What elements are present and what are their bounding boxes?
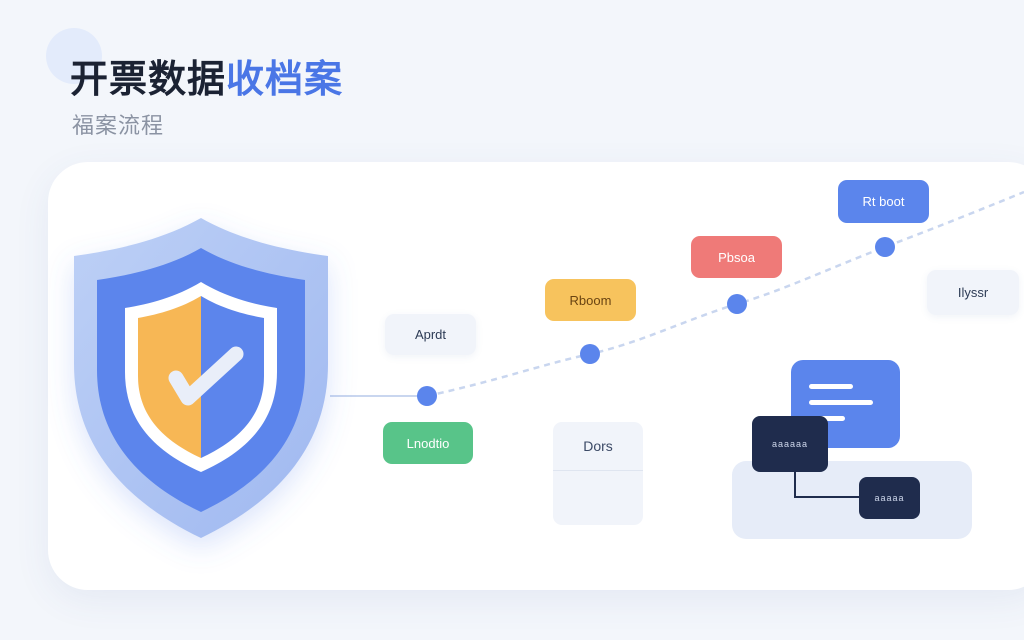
flow-node-2 <box>580 344 600 364</box>
label-right: Ilyssr <box>927 270 1019 315</box>
label-node2: Rboom <box>545 279 636 321</box>
page-title: 开票数据收档案 <box>70 48 343 103</box>
docs-card: Dors <box>553 422 643 525</box>
shield-inner-right <box>201 296 264 458</box>
page-subtitle: 福案流程 <box>72 113 165 138</box>
flow-node-3 <box>727 294 747 314</box>
docs-card-label: Dors <box>553 422 643 471</box>
label-node4: Rt boot <box>838 180 929 223</box>
stack-base-card <box>732 461 972 539</box>
dark-box-top: aaaaaa <box>752 416 828 472</box>
flow-node-4 <box>875 237 895 257</box>
document-line <box>809 400 873 405</box>
decorative-circle <box>46 28 102 84</box>
shield-check-icon <box>74 218 328 538</box>
flow-node-1 <box>417 386 437 406</box>
dark-box-bottom: aaaaa <box>859 477 920 519</box>
label-node3: Pbsoa <box>691 236 782 278</box>
document-line <box>809 384 853 389</box>
document-line <box>809 416 845 421</box>
title-main: 开票数据 <box>70 59 227 101</box>
title-accent: 收档案 <box>226 59 344 101</box>
stack-connector-line <box>794 472 860 498</box>
label-node1-top: Aprdt <box>385 314 476 355</box>
label-node1-bottom: Lnodtio <box>383 422 473 464</box>
check-mark-icon <box>168 346 244 406</box>
